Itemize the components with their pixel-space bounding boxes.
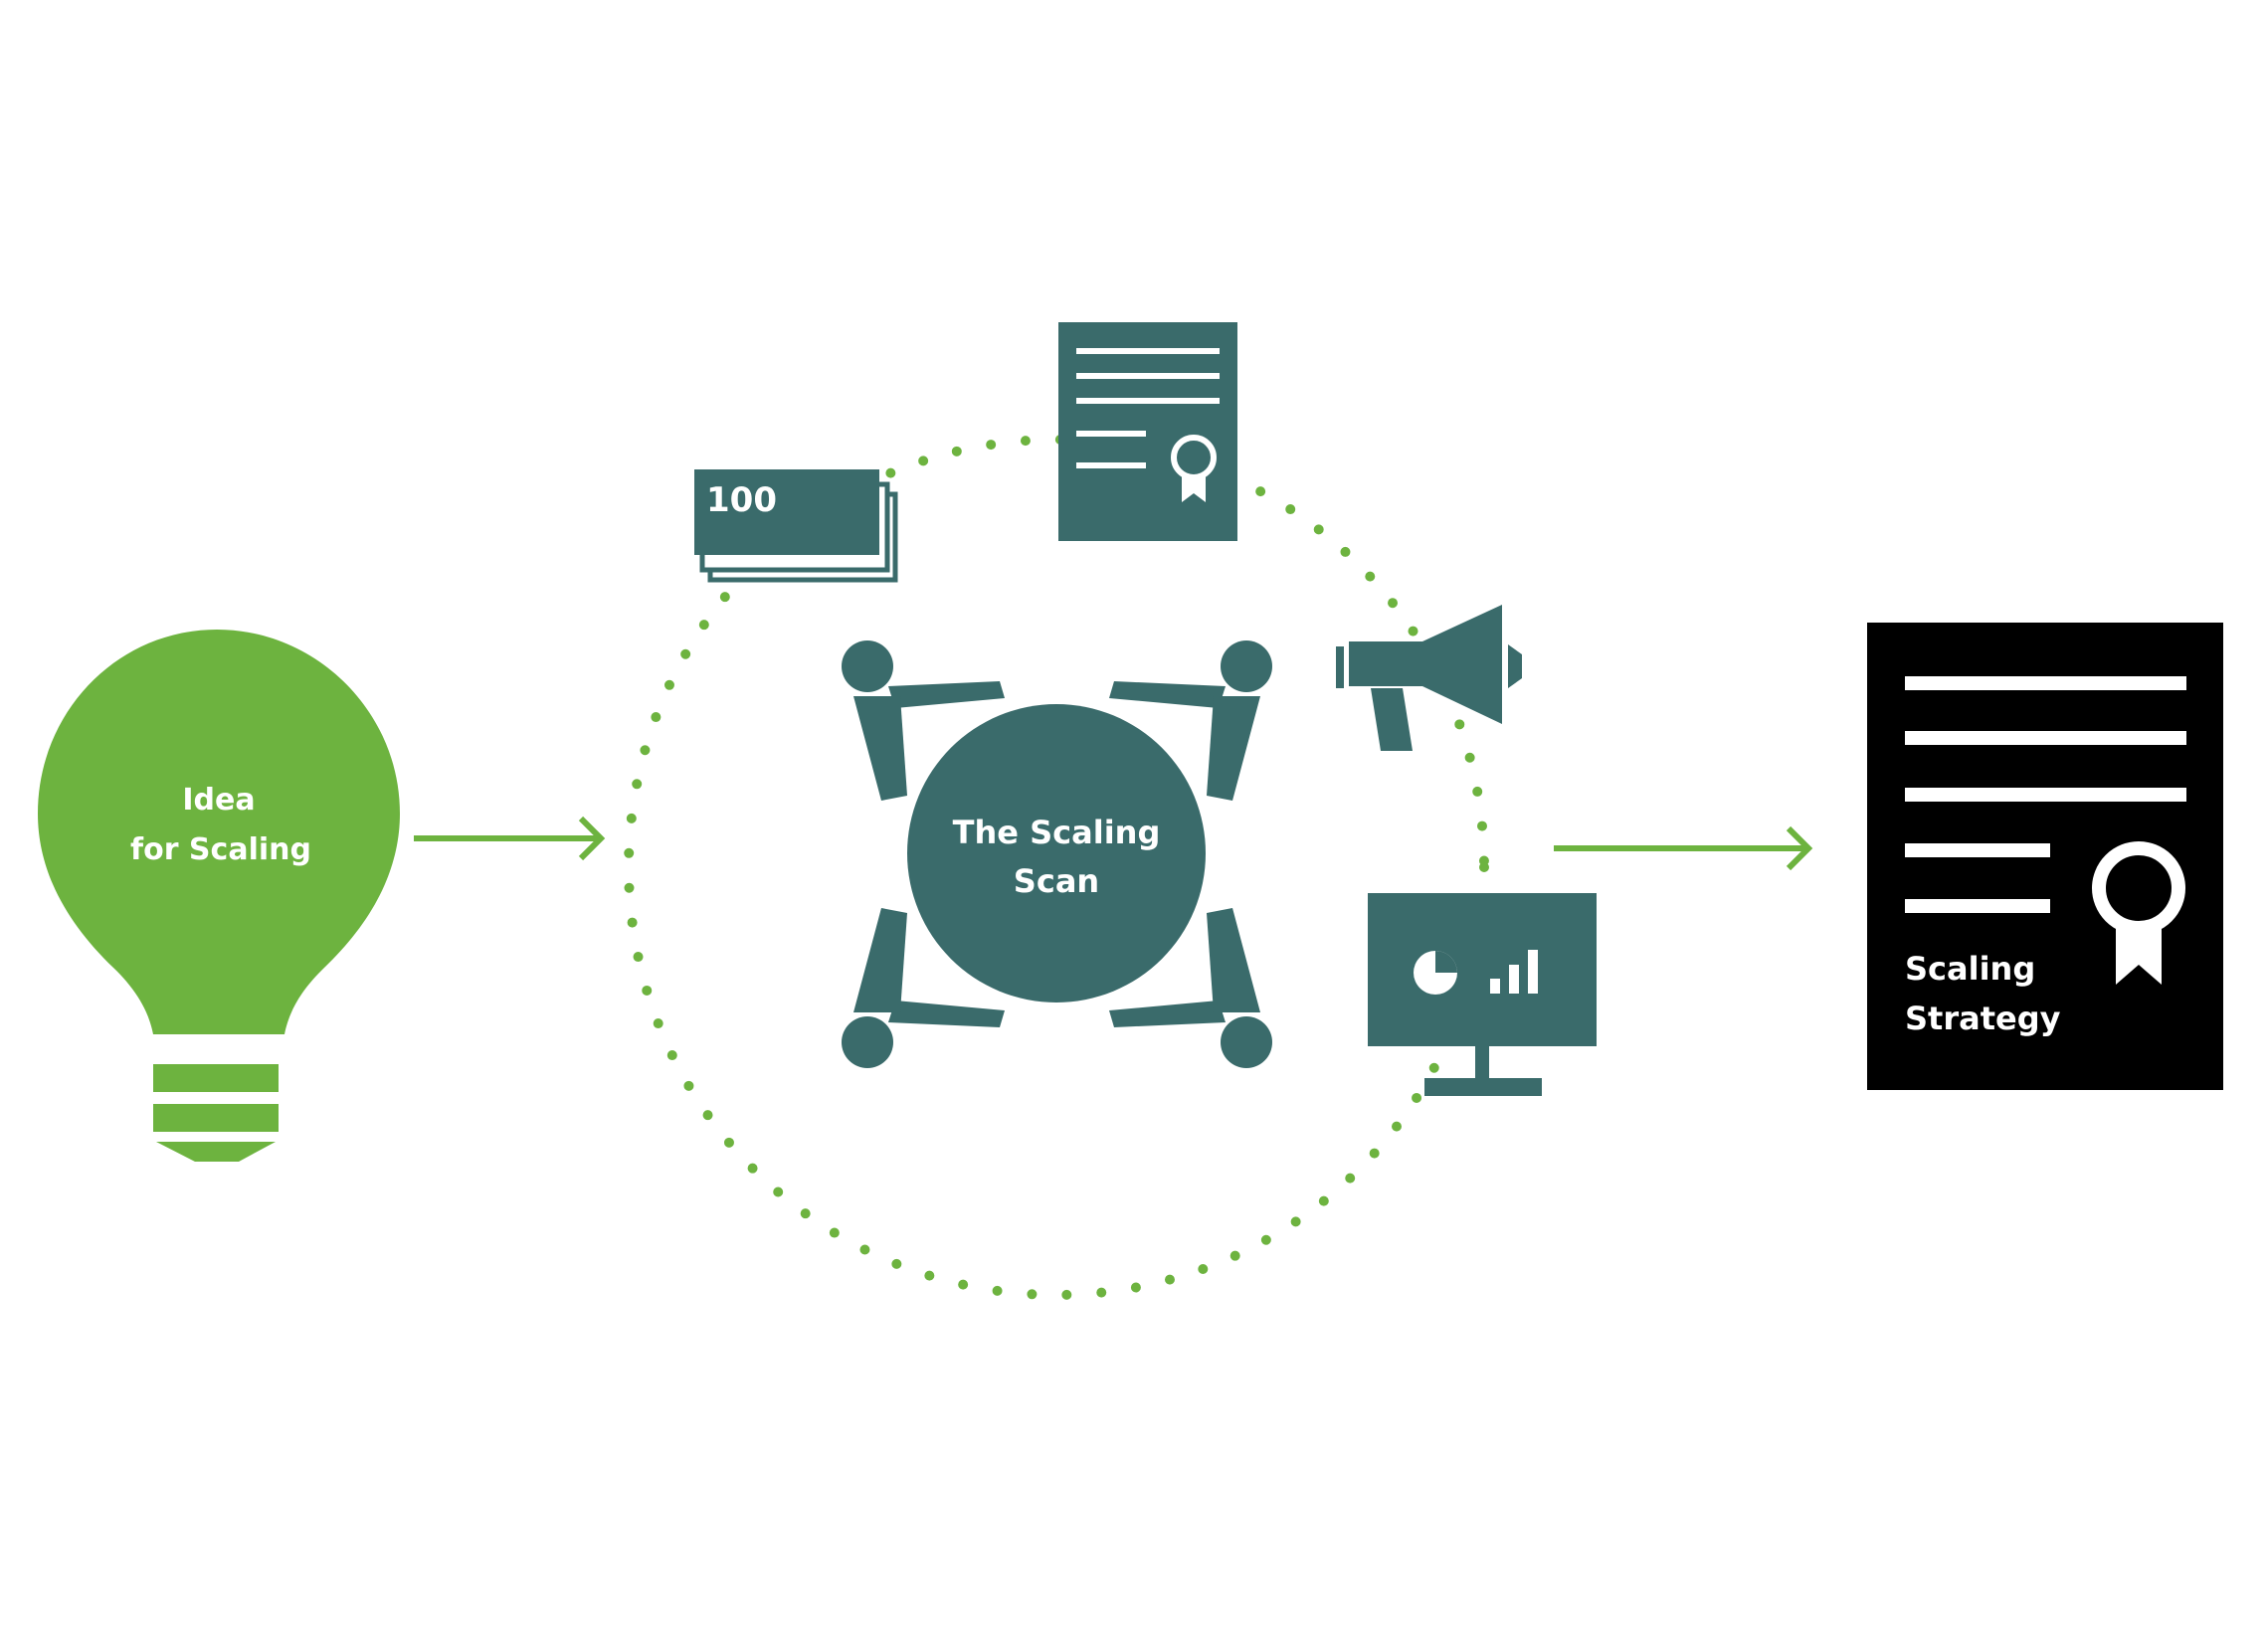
meeting-table-icon (842, 640, 1272, 1068)
strategy-document-icon (1867, 623, 2223, 1090)
megaphone-icon (1336, 605, 1522, 751)
scan-label-line1: The Scaling (953, 814, 1161, 851)
money-value: 100 (706, 480, 777, 520)
certificate-document-icon (1058, 322, 1237, 541)
idea-label-line1: Idea (182, 783, 255, 818)
money-stack-icon (694, 469, 898, 583)
strategy-label-line2: Strategy (1905, 1000, 2061, 1037)
dotted-cycle-ring (624, 435, 1489, 1300)
lightbulb-icon (38, 630, 400, 1162)
arrow-to-scan (414, 816, 606, 861)
chart-monitor-icon (1368, 893, 1597, 1096)
arrow-to-strategy (1554, 825, 1813, 871)
idea-label-line2: for Scaling (130, 832, 311, 867)
strategy-label-line1: Scaling (1905, 950, 2035, 988)
scan-label-line2: Scan (1014, 862, 1099, 900)
